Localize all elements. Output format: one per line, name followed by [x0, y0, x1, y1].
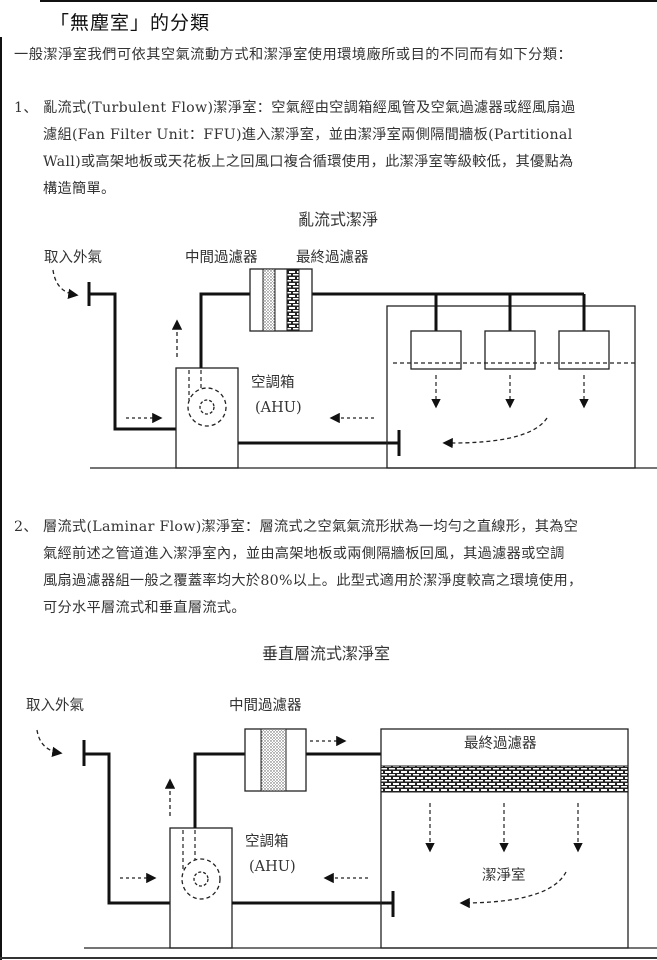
ahu-box	[169, 827, 233, 949]
outside-air-arrow	[52, 269, 79, 299]
label-mid-filter: 中間過濾器	[185, 249, 258, 266]
outside-air-arrow	[36, 729, 63, 757]
ffu-units	[410, 294, 610, 370]
diagram-title-turbulent: 亂流式潔淨	[298, 210, 379, 229]
section-line: Wall)或高架地板或天花板上之回風口複合循環使用，此潔淨室等級較低，其優點為	[43, 154, 574, 170]
supply-duct	[199, 292, 250, 368]
section-number: 2、	[14, 519, 38, 535]
section-laminar: 2、 層流式(Laminar Flow)潔淨室：層流式之空氣氣流形狀為一均勻之直…	[14, 514, 653, 622]
label-outside-air: 取入外氣	[44, 249, 102, 266]
section-line: 氣經前述之管道進入潔淨室內，並由高架地板或兩側隔牆板回風，其過濾器或空調	[43, 546, 565, 562]
diagram-title-laminar: 垂直層流式潔淨室	[262, 644, 391, 663]
label-cleanroom: 潔淨室	[482, 867, 526, 884]
final-filter-layer	[380, 765, 629, 793]
label-final-filter: 最終過濾器	[464, 735, 537, 752]
laminar-flow-diagram: 取入外氣 中間過濾器 最終過濾器 空調箱 (AHU) 潔淨室	[26, 697, 657, 949]
section-number: 1、	[14, 100, 38, 116]
label-mid-filter: 中間過濾器	[229, 697, 302, 714]
fan-outer	[181, 858, 221, 900]
label-outside-air: 取入外氣	[26, 697, 84, 714]
page-frame-left	[0, 37, 2, 960]
intro-text: 一般潔淨室我們可依其空氣流動方式和潔淨室使用環境廠所或目的不同而有如下分類：	[14, 47, 573, 63]
section-line: 亂流式(Turbulent Flow)潔淨室：空氣經由空調箱經風管及空氣過濾器或…	[43, 100, 576, 116]
section-line: 風扇過濾器組一般之覆蓋率均大於80%以上。此型式適用於潔淨度較高之環境使用，	[43, 573, 583, 589]
section-line: 層流式(Laminar Flow)潔淨室：層流式之空氣氣流形狀為一均勻之直線形，…	[43, 519, 579, 535]
downflow-arrows	[431, 375, 589, 409]
section-line: 構造簡單。	[43, 181, 116, 197]
room-return-arrow	[442, 417, 548, 449]
filter-housing	[249, 268, 313, 332]
section-turbulent: 1、 亂流式(Turbulent Flow)潔淨室：空氣經由空調箱經風管及空氣過…	[14, 95, 653, 203]
section-line: 可分水平層流式和垂直層流式。	[43, 600, 246, 616]
mid-filter-element	[260, 728, 287, 792]
mid-filter-element	[262, 268, 276, 332]
page-frame-top	[40, 0, 657, 2]
final-filter-element	[286, 268, 300, 332]
label-ahu-abbr: (AHU)	[249, 859, 296, 875]
page-title: 「無塵室」的分類	[50, 12, 211, 34]
label-ahu: 空調箱	[251, 374, 295, 391]
label-final-filter: 最終過濾器	[296, 249, 369, 266]
page-frame-bottom	[0, 957, 657, 959]
section-line: 濾組(Fan Filter Unit：FFU)進入潔淨室，並由潔淨室兩側隔間牆板…	[43, 127, 573, 143]
intake-duct	[89, 292, 176, 431]
fan-inner	[193, 871, 209, 887]
intake-duct	[84, 752, 170, 905]
label-ahu-abbr: (AHU)	[255, 400, 302, 416]
fan-inner	[199, 399, 215, 415]
supply-duct	[193, 752, 245, 828]
turbulent-flow-diagram: 取入外氣 中間過濾器 最終過濾器 空調箱 (AHU)	[44, 249, 657, 469]
room-return-arrow	[459, 871, 567, 909]
downflow-arrows	[425, 803, 583, 853]
label-ahu: 空調箱	[245, 833, 289, 850]
ahu-box	[175, 367, 239, 469]
fan-outer	[187, 387, 227, 427]
